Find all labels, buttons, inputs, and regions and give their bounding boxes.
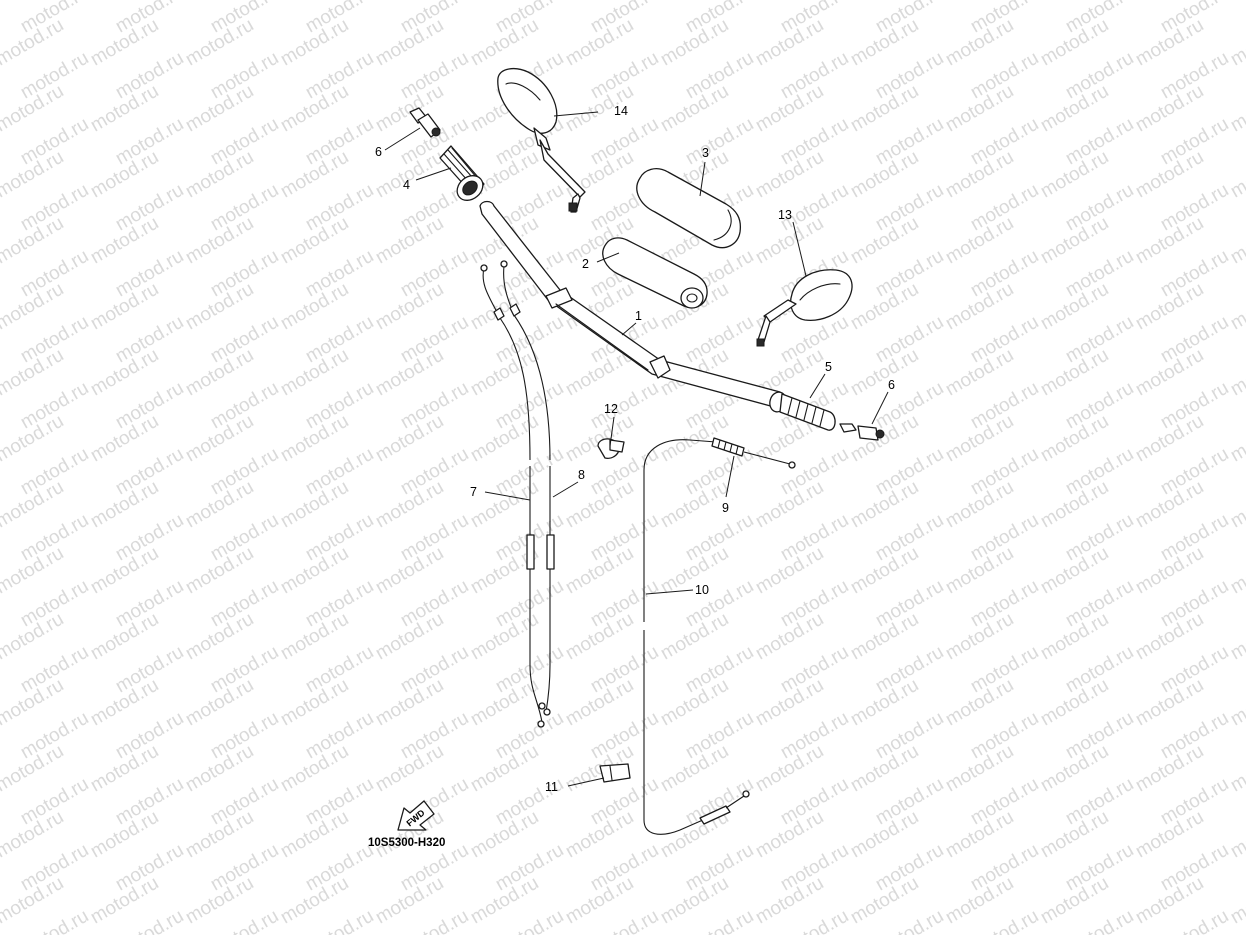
- callout-4: 4: [403, 178, 410, 192]
- callout-labels: 14 6 4 3 2 13 1 5 6 12 8 7 9 10 11: [375, 104, 895, 794]
- handlebar-pad: [636, 168, 742, 249]
- mirror-left: [497, 67, 586, 213]
- callout-12: 11: [545, 780, 558, 794]
- callout-2: 2: [582, 257, 589, 271]
- callout-10: 10: [695, 583, 709, 597]
- callout-8: 8: [578, 468, 585, 482]
- fwd-arrow-icon: [397, 800, 435, 831]
- callout-7: 7: [470, 485, 477, 499]
- callout-14: 14: [614, 104, 628, 118]
- mirror-right: [756, 269, 853, 347]
- handlebar-cover: [602, 237, 708, 309]
- grip-end-bolt-right: [839, 423, 885, 441]
- grip-left: [439, 145, 485, 201]
- callout-3: 3: [702, 146, 709, 160]
- cable-clamp-upper: [597, 438, 625, 459]
- callout-9: 9: [722, 501, 729, 515]
- grip-right: [769, 391, 836, 431]
- leader-lines: [384, 111, 889, 787]
- callout-5: 5: [825, 360, 832, 374]
- callout-1: 1: [635, 309, 642, 323]
- callout-6-upper: 6: [375, 145, 382, 159]
- callout-13: 13: [778, 208, 792, 222]
- cable-clamp-lower: [599, 763, 631, 783]
- diagram-code: 10S5300-H320: [368, 837, 445, 849]
- callout-11: 12: [604, 402, 618, 416]
- throttle-cables: [480, 260, 555, 728]
- clutch-cable: [643, 437, 796, 835]
- handlebar: [479, 200, 781, 409]
- grip-end-bolt-upper: [409, 107, 441, 138]
- callout-6-right: 6: [888, 378, 895, 392]
- watermark-text: motod.ru: [1227, 0, 1246, 4]
